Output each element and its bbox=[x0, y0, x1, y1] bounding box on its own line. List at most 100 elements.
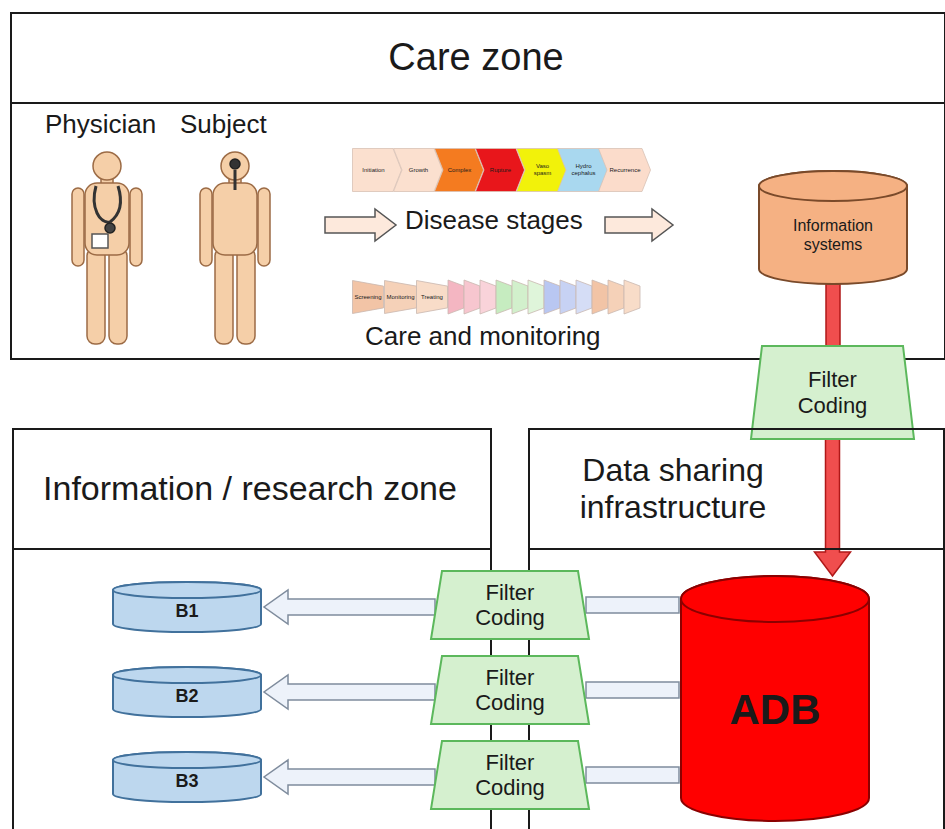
node-label: B3 bbox=[175, 771, 198, 792]
filter-box: Filter Coding bbox=[430, 570, 590, 640]
chevron-shape bbox=[599, 149, 651, 192]
node-label: Rupture bbox=[490, 167, 511, 174]
shape-content: Filter Coding bbox=[430, 655, 590, 725]
export-arrow bbox=[586, 767, 679, 783]
zone-title: Care zone bbox=[12, 36, 940, 80]
zone-panel: Data sharing infrastructureADB bbox=[528, 428, 945, 829]
panel-header: Information / research zone bbox=[14, 430, 490, 550]
shape-content: Initiation bbox=[352, 148, 402, 192]
node-label: Screening bbox=[354, 294, 381, 301]
export-arrow bbox=[264, 760, 435, 794]
shape-content: Treating bbox=[416, 280, 448, 314]
cylinder-top bbox=[681, 576, 869, 622]
node-label: Initiation bbox=[362, 167, 384, 174]
database-cylinder: B3 bbox=[112, 751, 262, 803]
cylinder-body bbox=[113, 752, 261, 802]
filter-box: Filter Coding bbox=[750, 345, 915, 440]
cylinder-top bbox=[113, 667, 261, 683]
filter-shape bbox=[431, 656, 589, 724]
chevron-shape bbox=[394, 149, 443, 192]
stage-arrow bbox=[325, 209, 396, 241]
data-flow-arrow bbox=[815, 439, 851, 576]
physician-figure bbox=[72, 152, 142, 344]
shape-content: B2 bbox=[112, 666, 262, 718]
node-label: Information systems bbox=[773, 217, 893, 254]
caption-label: Physician bbox=[45, 110, 156, 140]
export-arrow bbox=[586, 597, 679, 613]
node-label: Treating bbox=[421, 294, 443, 301]
caption-label: Subject bbox=[180, 110, 267, 140]
database-cylinder: ADB bbox=[680, 575, 870, 822]
step-shape bbox=[417, 281, 448, 314]
shape-content: ADB bbox=[680, 575, 870, 822]
database-cylinder: Information systems bbox=[758, 170, 908, 285]
node-label: B1 bbox=[175, 601, 198, 622]
shape-content: Information systems bbox=[758, 170, 908, 285]
shape-content: Filter Coding bbox=[430, 570, 590, 640]
node-label: Filter Coding bbox=[460, 750, 560, 801]
node-label: B2 bbox=[175, 686, 198, 707]
care-step: Screening bbox=[352, 280, 384, 314]
shape-content: Complex bbox=[434, 148, 484, 192]
chevron-shape bbox=[476, 149, 525, 192]
subject-figure bbox=[200, 152, 270, 344]
database-cylinder: B1 bbox=[112, 581, 262, 633]
cylinder-body bbox=[759, 171, 907, 284]
filter-box: Filter Coding bbox=[430, 740, 590, 810]
shape-content: B3 bbox=[112, 751, 262, 803]
filter-shape bbox=[431, 741, 589, 809]
shape-content: Screening bbox=[352, 280, 384, 314]
zone-title: Information / research zone bbox=[14, 469, 486, 508]
chevron-shape bbox=[353, 149, 402, 192]
shape-content: B1 bbox=[112, 581, 262, 633]
zone-panel: Care zoneInitiation Growth Complex Rupture V… bbox=[10, 12, 945, 360]
stage-chevron: Rupture bbox=[475, 148, 525, 192]
database-cylinder: B2 bbox=[112, 666, 262, 718]
caption-label: Disease stages bbox=[405, 206, 583, 236]
shape-content: Recurrence bbox=[598, 148, 651, 192]
zone-panel: Information / research zoneB1B2B3 bbox=[12, 428, 492, 829]
zone-title: Data sharing infrastructure bbox=[538, 452, 808, 526]
node-label: Recurrence bbox=[609, 167, 640, 174]
filter-shape bbox=[751, 346, 914, 439]
node-label: Hydro cephalus bbox=[568, 163, 600, 177]
node-label: ADB bbox=[730, 686, 821, 734]
stage-chevron: Growth bbox=[393, 148, 443, 192]
node-label: Monitoring bbox=[386, 294, 414, 301]
cylinder-top bbox=[113, 582, 261, 598]
panel-header: Care zone bbox=[12, 14, 944, 104]
chevron-shape bbox=[435, 149, 484, 192]
export-arrow bbox=[264, 675, 435, 709]
step-shape bbox=[353, 281, 384, 314]
node-label: Filter Coding bbox=[460, 665, 560, 716]
care-steps bbox=[448, 280, 640, 314]
node-label: Filter Coding bbox=[460, 580, 560, 631]
export-arrow bbox=[264, 590, 435, 624]
shape-content: Filter Coding bbox=[750, 345, 915, 440]
node-label: Complex bbox=[448, 167, 472, 174]
cylinder-body bbox=[113, 582, 261, 632]
cylinder-body bbox=[113, 667, 261, 717]
stage-chevron: Complex bbox=[434, 148, 484, 192]
care-step: Monitoring bbox=[384, 280, 417, 314]
node-label: Growth bbox=[409, 167, 428, 174]
filter-box: Filter Coding bbox=[430, 655, 590, 725]
export-arrow bbox=[586, 682, 679, 698]
shape-content: Growth bbox=[393, 148, 443, 192]
stage-arrow bbox=[605, 209, 673, 241]
cylinder-body bbox=[681, 576, 869, 821]
shape-content: Monitoring bbox=[384, 280, 417, 314]
shape-content: Rupture bbox=[475, 148, 525, 192]
stage-chevron: Initiation bbox=[352, 148, 402, 192]
cylinder-top bbox=[113, 752, 261, 768]
data-flow-arrow bbox=[826, 284, 840, 346]
cylinder-top bbox=[759, 171, 907, 201]
care-step: Treating bbox=[416, 280, 448, 314]
filter-shape bbox=[431, 571, 589, 639]
node-label: Filter Coding bbox=[780, 367, 885, 418]
caption-label: Care and monitoring bbox=[365, 322, 601, 352]
panel-header: Data sharing infrastructure bbox=[530, 430, 943, 550]
node-label: Vaso spasm bbox=[527, 163, 559, 177]
shape-content: Filter Coding bbox=[430, 740, 590, 810]
